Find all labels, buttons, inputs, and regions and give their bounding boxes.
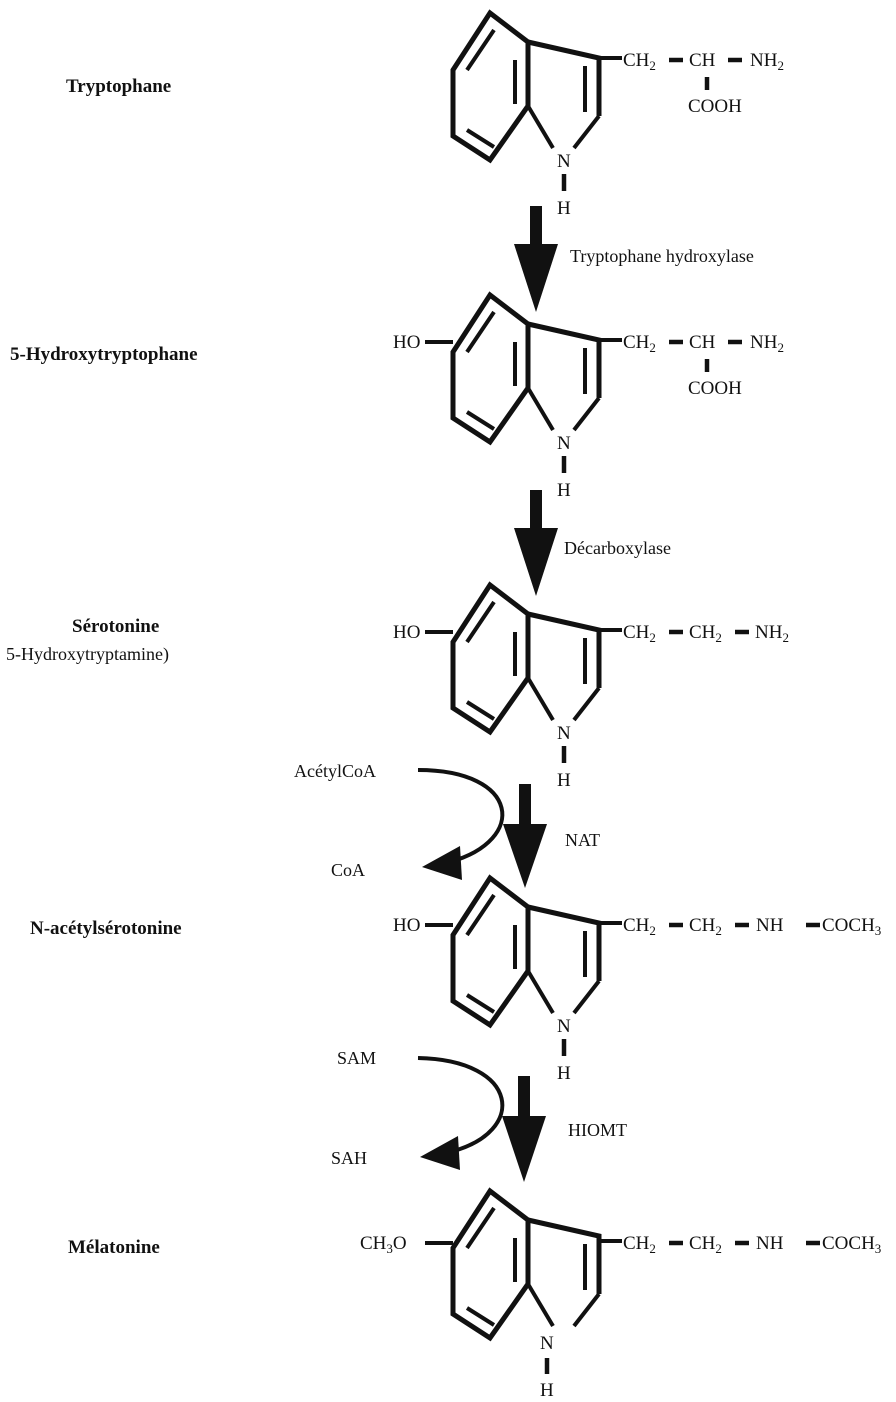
ring-hydrogen: H bbox=[557, 198, 571, 219]
compound-name-n-acetylserotonine: N-acétylsérotonine bbox=[30, 918, 182, 939]
acetyl-group: COCH3 bbox=[822, 915, 881, 938]
tryptophane-structure: N H CH2 CH NH2 COOH bbox=[450, 9, 784, 219]
c2-n-bond bbox=[572, 686, 601, 722]
reaction-arrow-3 bbox=[503, 784, 547, 888]
ring-hydrogen: H bbox=[557, 1063, 571, 1084]
c2-n-bond bbox=[572, 396, 601, 432]
side-chain-ch2: CH2 bbox=[689, 1233, 722, 1256]
hydroxyl-group: HO bbox=[393, 915, 420, 936]
indole-ring bbox=[450, 1187, 602, 1342]
side-chain-ch2: CH2 bbox=[623, 50, 656, 73]
side-chain-amide-nh: NH bbox=[756, 915, 784, 936]
hydroxytryptophane-structure: HO N H CH2 CH NH2 COOH bbox=[393, 291, 784, 501]
aromatic-double-bond bbox=[465, 993, 496, 1014]
side-chain-ch2: CH2 bbox=[623, 332, 656, 355]
c7a-n-bond bbox=[526, 104, 555, 150]
serotonin-structure: HO N H CH2 CH2 NH2 bbox=[393, 581, 789, 791]
c7a-n-bond bbox=[526, 676, 555, 722]
side-chain-amine: NH2 bbox=[750, 50, 784, 73]
ring-nitrogen: N bbox=[557, 723, 571, 744]
side-chain-amine: NH2 bbox=[750, 332, 784, 355]
pyrrole-ring bbox=[527, 321, 602, 398]
c2-n-bond bbox=[572, 114, 601, 150]
compound-name-serotonine: Sérotonine bbox=[72, 616, 159, 637]
c2-n-bond bbox=[572, 979, 601, 1015]
n-acetylserotonin-structure: HO N H CH2 CH2 NH COCH3 bbox=[393, 874, 881, 1084]
pyrrole-ring bbox=[527, 904, 602, 981]
aromatic-double-bond bbox=[465, 1306, 496, 1327]
cofactor-arrow-sam bbox=[417, 1056, 505, 1170]
indole-ring bbox=[450, 581, 602, 736]
pyrrole-ring bbox=[527, 611, 602, 688]
side-chain-ch2: CH2 bbox=[623, 622, 656, 645]
hydroxyl-group: HO bbox=[393, 332, 420, 353]
methoxy-group: CH3O bbox=[360, 1233, 407, 1256]
ring-nitrogen: N bbox=[557, 433, 571, 454]
aromatic-double-bond bbox=[465, 128, 496, 149]
ring-nitrogen: N bbox=[557, 151, 571, 172]
melatonin-structure: CH3O N H CH2 CH2 NH COCH3 bbox=[360, 1187, 881, 1401]
side-chain-ch2: CH2 bbox=[623, 1233, 656, 1256]
ring-nitrogen: N bbox=[540, 1333, 554, 1354]
c7a-n-bond bbox=[526, 969, 555, 1015]
pyrrole-ring bbox=[527, 39, 602, 116]
c7a-n-bond bbox=[526, 386, 555, 432]
side-chain-amine: NH2 bbox=[755, 622, 789, 645]
compound-name-tryptophane: Tryptophane bbox=[66, 76, 171, 97]
ring-hydrogen: H bbox=[557, 770, 571, 791]
side-chain-amide-nh: NH bbox=[756, 1233, 784, 1254]
aromatic-double-bond bbox=[465, 600, 496, 644]
hydroxyl-group: HO bbox=[393, 622, 420, 643]
aromatic-double-bond bbox=[465, 893, 496, 937]
cofactor-product-sah: SAH bbox=[331, 1148, 367, 1168]
aromatic-double-bond bbox=[465, 28, 496, 72]
cofactor-product-coa: CoA bbox=[331, 860, 365, 880]
compound-subtitle-5-hydroxytryptamine: 5-Hydroxytryptamine) bbox=[6, 644, 169, 665]
ring-nitrogen: N bbox=[557, 1016, 571, 1037]
indole-ring bbox=[450, 9, 602, 164]
c7a-n-bond bbox=[526, 1282, 555, 1328]
side-chain-ch: CH bbox=[689, 50, 716, 71]
aromatic-double-bond bbox=[465, 1206, 496, 1250]
compound-name-5-hydroxytryptophane: 5-Hydroxytryptophane bbox=[10, 344, 198, 365]
reaction-arrow-4 bbox=[502, 1076, 546, 1182]
ring-hydrogen: H bbox=[557, 480, 571, 501]
aromatic-double-bond bbox=[465, 310, 496, 354]
reaction-arrow-2 bbox=[514, 490, 558, 596]
side-chain-ch2: CH2 bbox=[623, 915, 656, 938]
carboxyl-group: COOH bbox=[688, 378, 742, 399]
c2-n-bond bbox=[572, 1292, 601, 1328]
side-chain-ch2: CH2 bbox=[689, 915, 722, 938]
acetyl-group: COCH3 bbox=[822, 1233, 881, 1256]
cofactor-substrate-acetylcoa: AcétylCoA bbox=[294, 761, 376, 781]
compound-name-melatonine: Mélatonine bbox=[68, 1237, 160, 1258]
enzyme-label-decarboxylase: Décarboxylase bbox=[564, 538, 671, 558]
ring-hydrogen: H bbox=[540, 1380, 554, 1401]
cofactor-substrate-sam: SAM bbox=[337, 1048, 376, 1068]
reaction-arrow-1 bbox=[514, 206, 558, 312]
enzyme-label-nat: NAT bbox=[565, 830, 600, 850]
indole-ring bbox=[450, 291, 602, 446]
side-chain-ch: CH bbox=[689, 332, 716, 353]
aromatic-double-bond bbox=[465, 410, 496, 431]
enzyme-label-hiomt: HIOMT bbox=[568, 1120, 627, 1140]
side-chain-ch2: CH2 bbox=[689, 622, 722, 645]
enzyme-label-tryptophane-hydroxylase: Tryptophane hydroxylase bbox=[570, 246, 754, 266]
pyrrole-ring bbox=[527, 1217, 602, 1294]
cofactor-arrow-acetylcoa bbox=[417, 768, 505, 880]
carboxyl-group: COOH bbox=[688, 96, 742, 117]
aromatic-double-bond bbox=[465, 700, 496, 721]
indole-ring bbox=[450, 874, 602, 1029]
